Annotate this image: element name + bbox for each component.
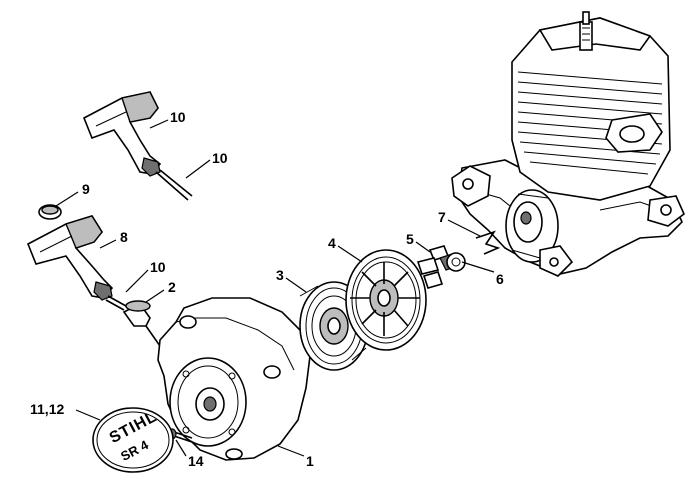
callout-10-mid: 10 bbox=[150, 259, 166, 275]
callout-1: 1 bbox=[306, 453, 314, 469]
fan-housing-1 bbox=[157, 297, 311, 461]
callout-13: 10 bbox=[170, 109, 186, 125]
callout-7: 7 bbox=[438, 209, 446, 225]
callout-4: 4 bbox=[328, 235, 336, 251]
rope-rotor-4 bbox=[345, 249, 427, 351]
callout-3: 3 bbox=[276, 267, 284, 283]
handle-13 bbox=[82, 91, 193, 201]
callout-8: 8 bbox=[120, 229, 128, 245]
spring-7 bbox=[475, 230, 501, 255]
cap-9 bbox=[38, 204, 62, 220]
leader-lines bbox=[55, 119, 495, 457]
callout-2: 2 bbox=[168, 279, 176, 295]
bushing-2 bbox=[122, 300, 161, 347]
callout-6: 6 bbox=[496, 271, 504, 287]
spring-cassette-3 bbox=[299, 281, 369, 371]
badge-11-12 bbox=[92, 407, 174, 473]
callout-14: 14 bbox=[188, 453, 204, 469]
callout-9: 9 bbox=[82, 181, 90, 197]
engine-assembly bbox=[451, 11, 685, 277]
callout-11-12: 11,12 bbox=[30, 401, 65, 417]
callout-5: 5 bbox=[406, 231, 414, 247]
washer-6 bbox=[446, 252, 466, 272]
handle-8 bbox=[26, 215, 127, 311]
callout-10-top: 10 bbox=[212, 150, 228, 166]
